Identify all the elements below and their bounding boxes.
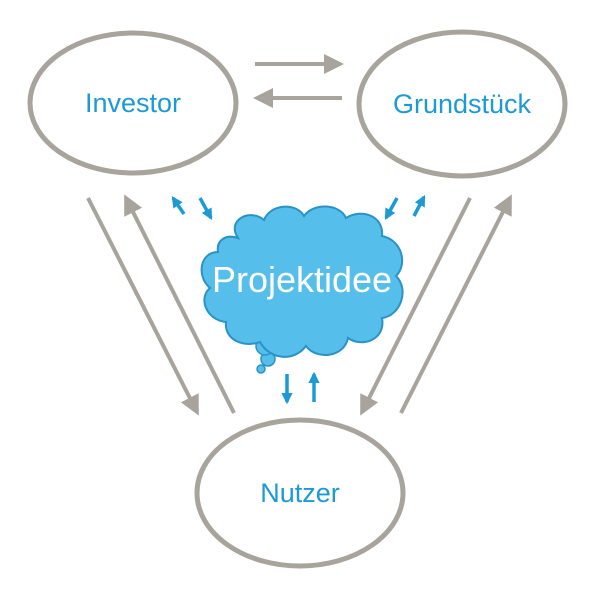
nutzer-ellipse	[194, 417, 406, 569]
blue-arrow-down-right-investor	[198, 197, 213, 220]
projektidee-label: Projektidee	[212, 259, 392, 300]
grundstueck-ellipse	[356, 29, 568, 179]
arrow-grundstueck-to-nutzer	[360, 197, 472, 416]
cloud-body	[200, 205, 404, 358]
projektidee-cloud	[200, 205, 404, 374]
blue-arrow-up-right-grundstueck	[412, 195, 426, 217]
arrow-nutzer-to-grundstueck	[399, 194, 512, 414]
blue-arrow-down-left-grundstueck	[384, 197, 399, 220]
grundstueck-label: Grundstück	[393, 89, 532, 119]
arrow-nutzer-to-investor	[124, 194, 236, 414]
blue-arrow-up-left-investor	[171, 196, 186, 215]
nutzer-label: Nutzer	[260, 478, 340, 508]
investor-label: Investor	[85, 88, 181, 118]
arrow-investor-to-nutzer	[86, 197, 199, 416]
cloud-puff-small	[256, 364, 266, 374]
investor-ellipse	[27, 30, 239, 176]
